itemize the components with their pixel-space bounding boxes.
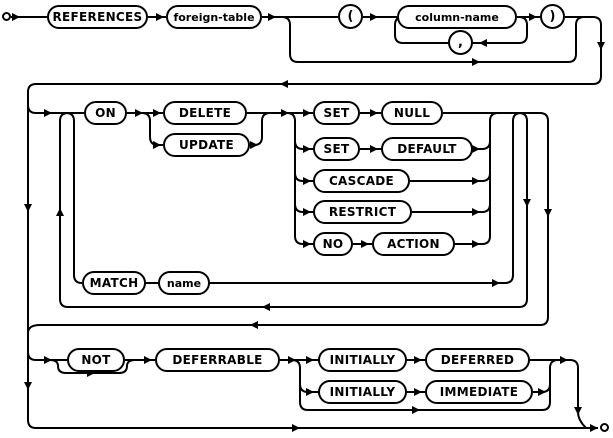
keyword-no: NO (313, 232, 353, 256)
keyword-null: NULL (381, 101, 443, 125)
nonterminal-name: name (158, 271, 210, 295)
keyword-deferred: DEFERRED (425, 348, 530, 372)
arrowheads (12, 13, 605, 432)
keyword-cascade: CASCADE (313, 169, 410, 193)
keyword-match: MATCH (82, 271, 146, 295)
end-terminal-icon (600, 423, 609, 432)
nonterminal-foreign-table: foreign-table (166, 5, 262, 29)
keyword-immediate: IMMEDIATE (425, 380, 533, 404)
start-terminal-icon (2, 12, 11, 21)
keyword-update: UPDATE (163, 133, 250, 157)
keyword-initially-1: INITIALLY (318, 348, 407, 372)
keyword-initially-2: INITIALLY (318, 380, 407, 404)
close-paren-terminal: ) (540, 4, 565, 29)
keyword-default: DEFAULT (381, 137, 473, 161)
keyword-not: NOT (67, 348, 125, 372)
open-paren-terminal: ( (338, 4, 363, 29)
keyword-set-1: SET (313, 101, 360, 125)
keyword-deferrable: DEFERRABLE (155, 348, 280, 372)
keyword-delete: DELETE (163, 101, 247, 125)
comma-terminal: , (448, 30, 473, 55)
keyword-set-2: SET (313, 137, 360, 161)
keyword-references: REFERENCES (47, 5, 148, 29)
keyword-on: ON (84, 101, 127, 125)
keyword-restrict: RESTRICT (313, 200, 412, 224)
nonterminal-column-name: column-name (397, 5, 517, 29)
keyword-action: ACTION (372, 232, 455, 256)
